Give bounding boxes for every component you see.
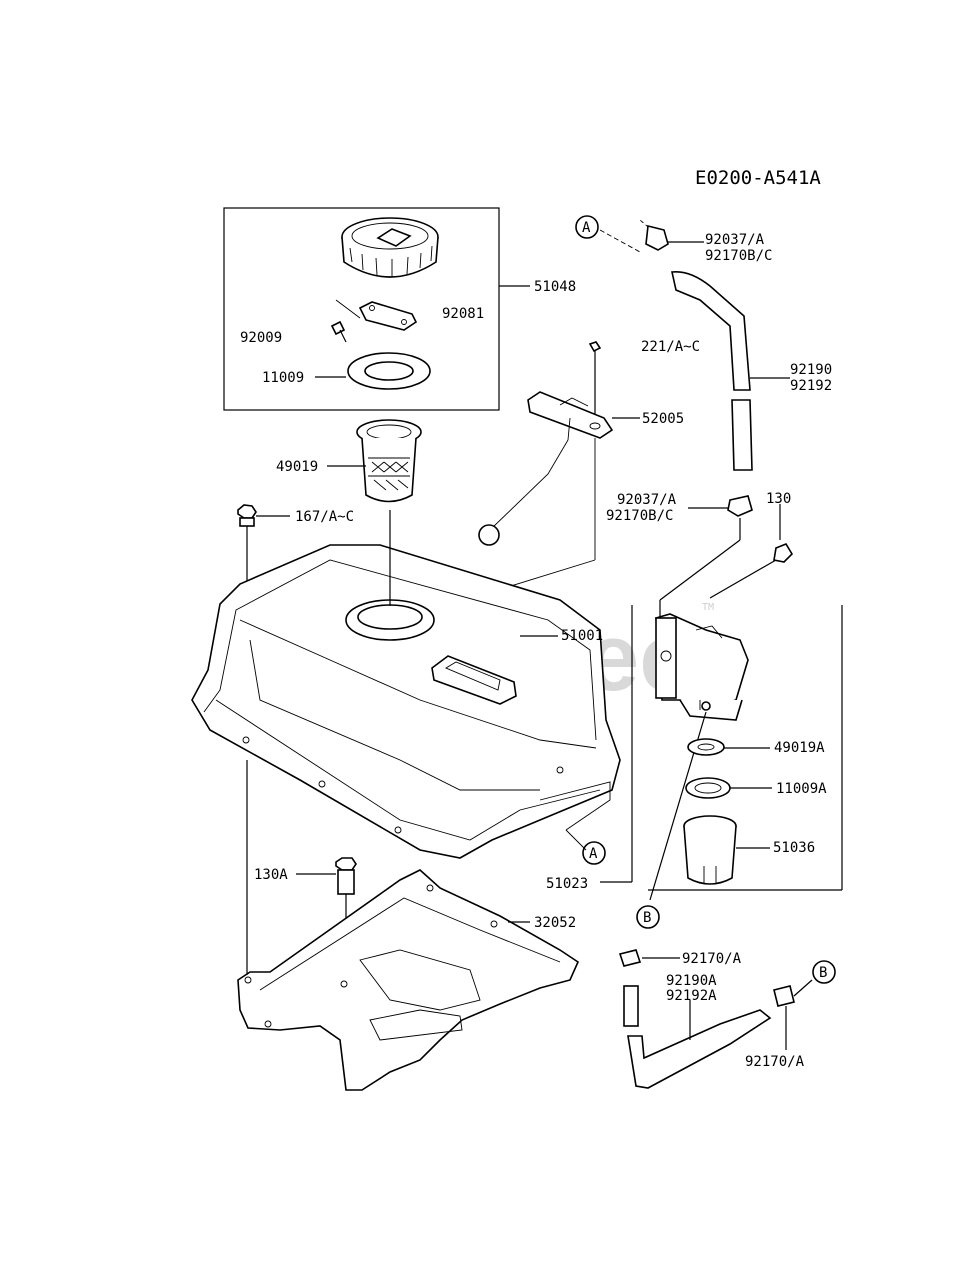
screen-49019a [687, 738, 770, 756]
fuel-gauge [478, 341, 640, 688]
label-32052[interactable]: 32052 [534, 915, 576, 931]
cup-51036 [683, 815, 770, 885]
fuel-cock[interactable] [600, 518, 843, 901]
fuel-tank[interactable] [191, 510, 621, 859]
label-92192[interactable]: 92192 [790, 378, 832, 394]
callout-a-top[interactable]: A [575, 215, 599, 239]
strainer-49019 [327, 419, 422, 503]
label-167[interactable]: 167/A~C [295, 509, 354, 525]
trademark: TM [702, 602, 714, 613]
callout-a-tank[interactable]: A [582, 841, 606, 865]
label-92081[interactable]: 92081 [442, 306, 484, 322]
cap-kit-box [223, 207, 530, 411]
label-52005[interactable]: 52005 [642, 411, 684, 427]
label-11009[interactable]: 11009 [262, 370, 304, 386]
bolt-130 [709, 504, 794, 599]
label-92170a-top[interactable]: 92170/A [682, 951, 742, 967]
gasket-11009a [685, 777, 772, 799]
label-49019[interactable]: 49019 [276, 459, 318, 475]
label-51001[interactable]: 51001 [561, 628, 603, 644]
label-92037a-top[interactable]: 92037/A [705, 232, 765, 248]
label-130[interactable]: 130 [766, 491, 791, 507]
fuel-cap[interactable] [341, 217, 439, 278]
callout-b-hose[interactable]: B [812, 960, 836, 984]
clamp-92037-mid [688, 495, 753, 517]
label-92192a[interactable]: 92192A [666, 988, 717, 1004]
screw-92009 [330, 320, 347, 343]
label-221[interactable]: 221/A~C [641, 339, 700, 355]
svg-text:A: A [582, 220, 591, 236]
label-92009[interactable]: 92009 [240, 330, 282, 346]
label-51023[interactable]: 51023 [546, 876, 588, 892]
gasket-11009 [315, 352, 431, 390]
cap-plate [335, 299, 418, 331]
label-92037a-mid[interactable]: 92037/A [617, 492, 677, 508]
callout-b-cock[interactable]: B [636, 905, 660, 929]
label-92170bc-top[interactable]: 92170B/C [705, 248, 772, 264]
svg-text:A: A [589, 846, 598, 862]
label-92190a[interactable]: 92190A [666, 973, 717, 989]
label-51036[interactable]: 51036 [773, 840, 815, 856]
bracket-32052 [237, 869, 580, 1091]
label-51048[interactable]: 51048 [534, 279, 576, 295]
label-92170a-bot[interactable]: 92170/A [745, 1054, 805, 1070]
label-130a[interactable]: 130A [254, 867, 288, 883]
label-49019a[interactable]: 49019A [774, 740, 825, 756]
svg-text:B: B [643, 910, 651, 926]
label-11009a[interactable]: 11009A [776, 781, 827, 797]
lower-hose [618, 949, 813, 1089]
diagram-code: E0200-A541A [695, 167, 821, 189]
upper-hose [599, 219, 790, 471]
label-92190[interactable]: 92190 [790, 362, 832, 378]
svg-text:B: B [819, 965, 827, 981]
label-92170bc-mid[interactable]: 92170B/C [606, 508, 673, 524]
